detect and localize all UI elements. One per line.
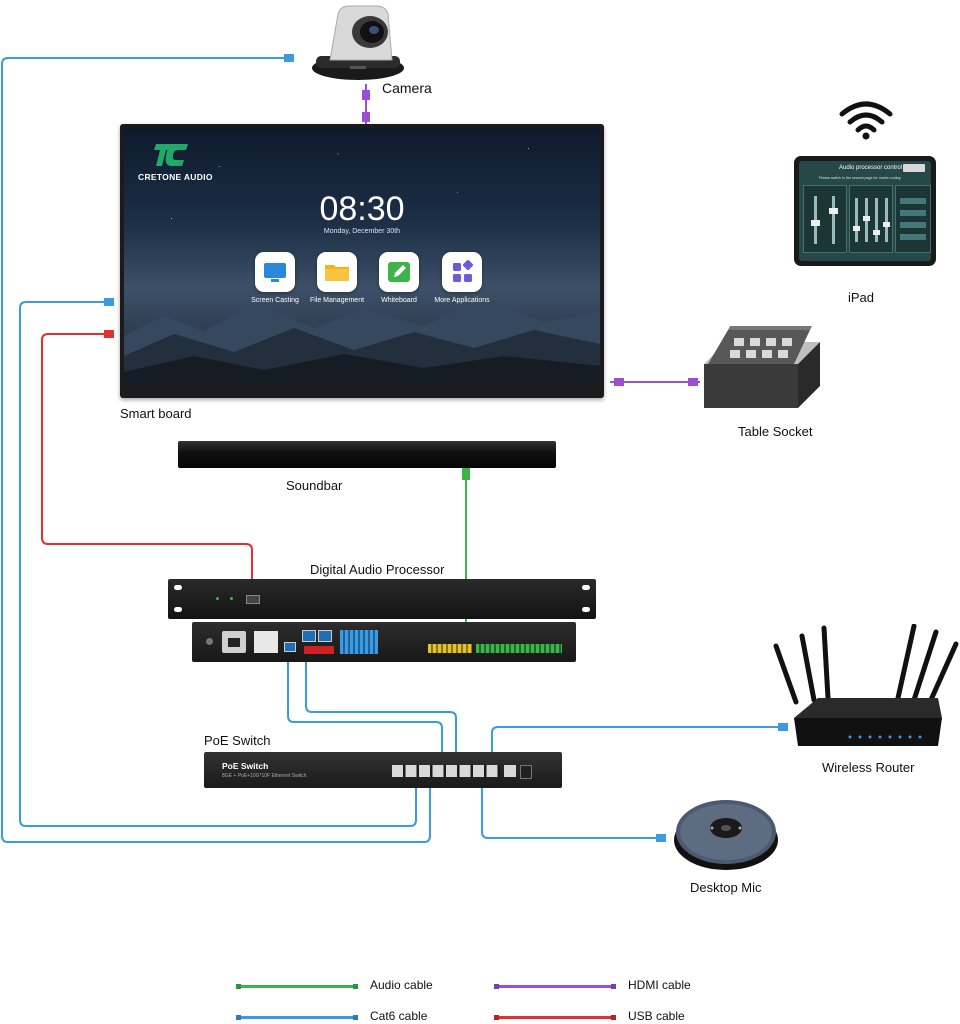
table-socket <box>700 324 824 412</box>
app-more-applications[interactable]: More Applications <box>422 252 502 304</box>
brand-name: CRETONE AUDIO <box>138 172 213 182</box>
poe-switch: PoE Switch 8GE + PoE+10G*10F Ethernet Sw… <box>204 752 562 788</box>
uplink-port <box>504 765 516 777</box>
poe-switch-label: PoE Switch <box>204 733 271 748</box>
ethernet-ports <box>392 765 500 777</box>
analog-input-terminal <box>476 644 562 653</box>
smart-board: CRETONE AUDIO 08:30 Monday, December 30t… <box>120 124 604 398</box>
power-inlet <box>222 631 246 653</box>
rs485-terminal <box>304 646 334 654</box>
router-label: Wireless Router <box>822 760 915 775</box>
soundbar <box>178 441 556 468</box>
run-led <box>230 597 233 600</box>
legend-swatch-usb <box>496 1016 614 1019</box>
table-socket-label: Table Socket <box>738 424 813 439</box>
mixer-panel-3 <box>895 185 931 253</box>
ptz-camera <box>310 2 406 84</box>
ethernet-port-2 <box>302 630 316 642</box>
smart-board-label: Smart board <box>120 406 192 421</box>
spec-sticker <box>254 631 278 653</box>
power-led <box>216 597 219 600</box>
clock-time: 08:30 <box>319 190 405 228</box>
dsp-front-panel <box>168 579 596 619</box>
legend-label-audio: Audio cable <box>370 978 433 992</box>
grid-icon <box>453 259 474 282</box>
monitor-icon <box>264 263 286 282</box>
legend-swatch-hdmi <box>496 985 614 988</box>
clock-date: Monday, December 30th <box>323 228 401 235</box>
ipad-tablet: Audio processor control Please switch to… <box>794 156 936 266</box>
analog-output-terminal <box>428 644 472 653</box>
smart-board-screen: CRETONE AUDIO 08:30 Monday, December 30t… <box>124 128 600 386</box>
legend-swatch-audio <box>238 985 356 988</box>
legend-label-hdmi: HDMI cable <box>628 978 691 992</box>
dsp-label: Digital Audio Processor <box>310 562 445 577</box>
usb-port <box>246 595 260 604</box>
audio-control-app: Audio processor control Please switch to… <box>799 161 931 261</box>
mixer-panel-1 <box>803 185 847 253</box>
camera-icon <box>312 5 404 80</box>
soundbar-label: Soundbar <box>286 478 343 493</box>
pen-icon <box>388 262 410 282</box>
mixer-panel-2 <box>849 185 893 253</box>
ipad-label: iPad <box>848 290 875 305</box>
ethernet-port-1 <box>284 642 296 652</box>
desktop-mic <box>672 790 780 874</box>
poe-panel-title: PoE Switch <box>222 761 269 771</box>
ipad-app-title: Audio processor control <box>839 165 903 171</box>
camera-label: Camera <box>382 80 432 96</box>
ethernet-port-3 <box>318 630 332 642</box>
wireless-router <box>766 623 960 752</box>
socket-icon <box>704 326 820 408</box>
dsp-rear-panel <box>192 622 576 662</box>
app-label: More Applications <box>434 297 490 304</box>
legend-swatch-cat6 <box>238 1016 356 1019</box>
cretone-logo-icon <box>154 144 188 166</box>
legend-label-cat6: Cat6 cable <box>370 1009 428 1023</box>
sfp-port <box>520 765 532 779</box>
desktop-mic-label: Desktop Mic <box>690 880 762 895</box>
legend-label-usb: USB cable <box>628 1009 685 1023</box>
speakerphone-icon <box>674 800 778 870</box>
ipad-top-button[interactable] <box>903 164 925 172</box>
poe-panel-subtitle: 8GE + PoE+10G*10F Ethernet Switch <box>222 773 307 779</box>
folder-icon <box>325 265 349 281</box>
gpio-terminal <box>340 630 378 654</box>
ipad-app-subtitle: Please switch to the second page for mat… <box>819 176 901 180</box>
router-icon <box>773 623 959 746</box>
wifi-icon <box>839 101 893 140</box>
